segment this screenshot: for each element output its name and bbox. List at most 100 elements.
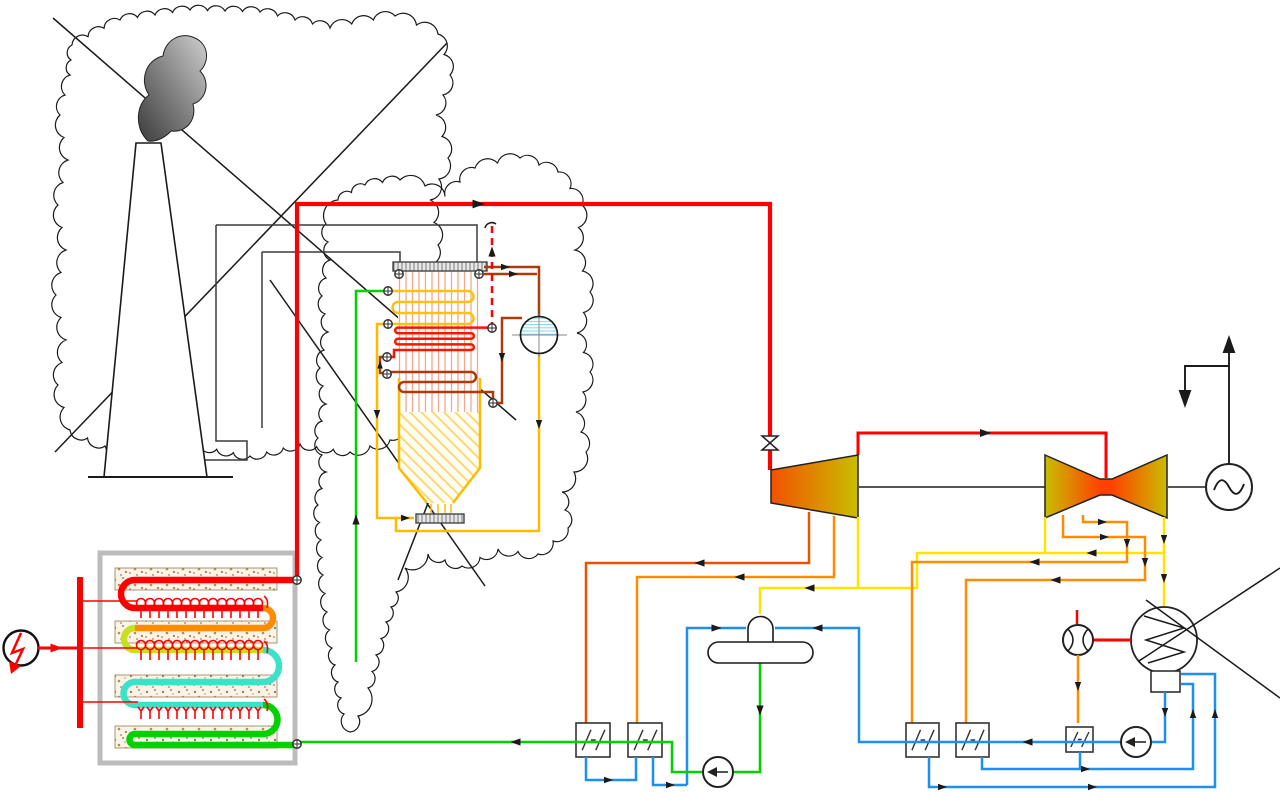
flow-arrow-icon [377, 360, 383, 369]
electric-heater-rows [135, 595, 269, 719]
chimney [88, 142, 233, 478]
flow-arrow-icon [694, 559, 705, 567]
flow-arrow-icon [1088, 783, 1097, 791]
furnace-hopper [399, 412, 480, 503]
flow-arrow-icon [604, 776, 613, 784]
flow-arrow-icon [1050, 576, 1061, 584]
flow-arrow-icon [1160, 574, 1168, 583]
condensate-lines [584, 626, 1217, 789]
main-steam-line [294, 201, 773, 576]
flow-arrow-icon [1189, 709, 1197, 718]
hp-turbine [770, 454, 859, 519]
lower-superheater-coil [390, 370, 495, 401]
generator [1205, 463, 1253, 511]
flow-arrow-icon [1222, 335, 1236, 353]
flow-arrow-icon [1081, 765, 1090, 773]
connector-icon [474, 269, 484, 279]
flow-arrow-icon [50, 643, 63, 653]
flow-arrow-icon [509, 270, 518, 278]
hp-heater-2 [627, 722, 663, 758]
connector-icon [382, 352, 392, 362]
flow-arrow-icon [734, 573, 745, 581]
lp-heater-1-drain [927, 672, 1217, 789]
cooling-water-line-2 [1145, 599, 1280, 699]
economizer-coil [390, 289, 475, 326]
deaerator-dome [747, 615, 774, 642]
boiler-top-header [392, 261, 488, 272]
grate [415, 513, 465, 524]
flow-arrow-icon [535, 420, 543, 429]
flow-arrow-icon [1160, 535, 1168, 544]
flow-arrow-icon [1161, 708, 1169, 717]
flow-arrow-icon [1086, 549, 1097, 557]
connector-icon [292, 739, 302, 749]
flow-arrow-icon [1211, 709, 1219, 718]
condenser [1130, 567, 1280, 699]
furnace-outlet-ticks [430, 504, 452, 513]
coal-boiler [354, 221, 567, 662]
lp-extraction-2 [964, 515, 1147, 723]
flow-arrow-icon [373, 410, 381, 419]
electric-power-source [2, 629, 77, 674]
condenser-coil-icon [1143, 615, 1187, 664]
electric-output-lines [1184, 345, 1230, 464]
cooling-water-line-1 [1138, 567, 1280, 662]
condensate-pump [1120, 726, 1152, 758]
sine-icon [1213, 479, 1245, 495]
steam-drum [512, 314, 567, 357]
flow-arrow-icon [488, 246, 496, 257]
drum-downcomer [394, 355, 541, 533]
connector-icon [382, 369, 392, 379]
connector-icon [383, 286, 393, 296]
hp-heater-1-drain [584, 757, 638, 782]
storage-charging-line [1184, 365, 1229, 396]
superheater-coil [389, 326, 489, 359]
flow-arrows [50, 199, 1236, 791]
flow-arrow-icon [401, 514, 410, 522]
extraction-to-deaerator [758, 551, 1164, 614]
flow-arrow-icon [352, 514, 360, 525]
hp-extraction-1 [584, 512, 811, 723]
flow-arrow-icon [1029, 558, 1040, 566]
feedwater-lines [297, 663, 762, 774]
arc-left-icon [1067, 628, 1074, 652]
flow-arrow-icon [501, 263, 510, 271]
flow-arrow-icon [1074, 682, 1082, 691]
connector-icon [292, 575, 302, 585]
furnace-wall-right [452, 378, 482, 504]
decommission-cloud-boiler [313, 153, 594, 733]
drains-to-deaerator [685, 626, 746, 785]
lp-extraction-1 [910, 515, 1129, 723]
hp-heater-1 [575, 722, 611, 758]
flow-arrow-icon [756, 705, 764, 716]
flow-arrow-icon [1098, 518, 1107, 526]
deaerator-outlet [734, 663, 762, 774]
steam-transformer [1062, 610, 1131, 723]
hp-extraction-2 [635, 516, 836, 723]
flow-arrow-icon [812, 624, 823, 632]
flow-arrow-icon [1123, 539, 1131, 548]
hp-heater-2-drain [651, 757, 687, 787]
flow-arrow-icon [666, 781, 675, 789]
storage-serpentine-coil [117, 576, 297, 749]
feedwater-to-storage [297, 740, 703, 774]
flow-arrow-icon [711, 624, 722, 632]
drain-cooler [1065, 726, 1094, 753]
flow-arrow-icon [980, 429, 992, 437]
flow-arrow-icon [498, 353, 506, 362]
turbine-inlet-valve [760, 435, 780, 451]
lp-turbine [1044, 453, 1168, 520]
lightning-bolt-icon [9, 632, 26, 669]
thermal-storage-block [2, 550, 298, 766]
connector-icon [383, 319, 393, 329]
lp-heater-1 [905, 722, 940, 758]
cut-hook [484, 221, 497, 229]
lp-heater-2 [955, 722, 990, 758]
feedwater-pump [702, 756, 734, 788]
heat-exchangers [575, 722, 1094, 758]
connector-icon [487, 323, 497, 333]
flow-arrow-icon [1141, 558, 1149, 567]
smoke-plume-icon [137, 35, 207, 142]
